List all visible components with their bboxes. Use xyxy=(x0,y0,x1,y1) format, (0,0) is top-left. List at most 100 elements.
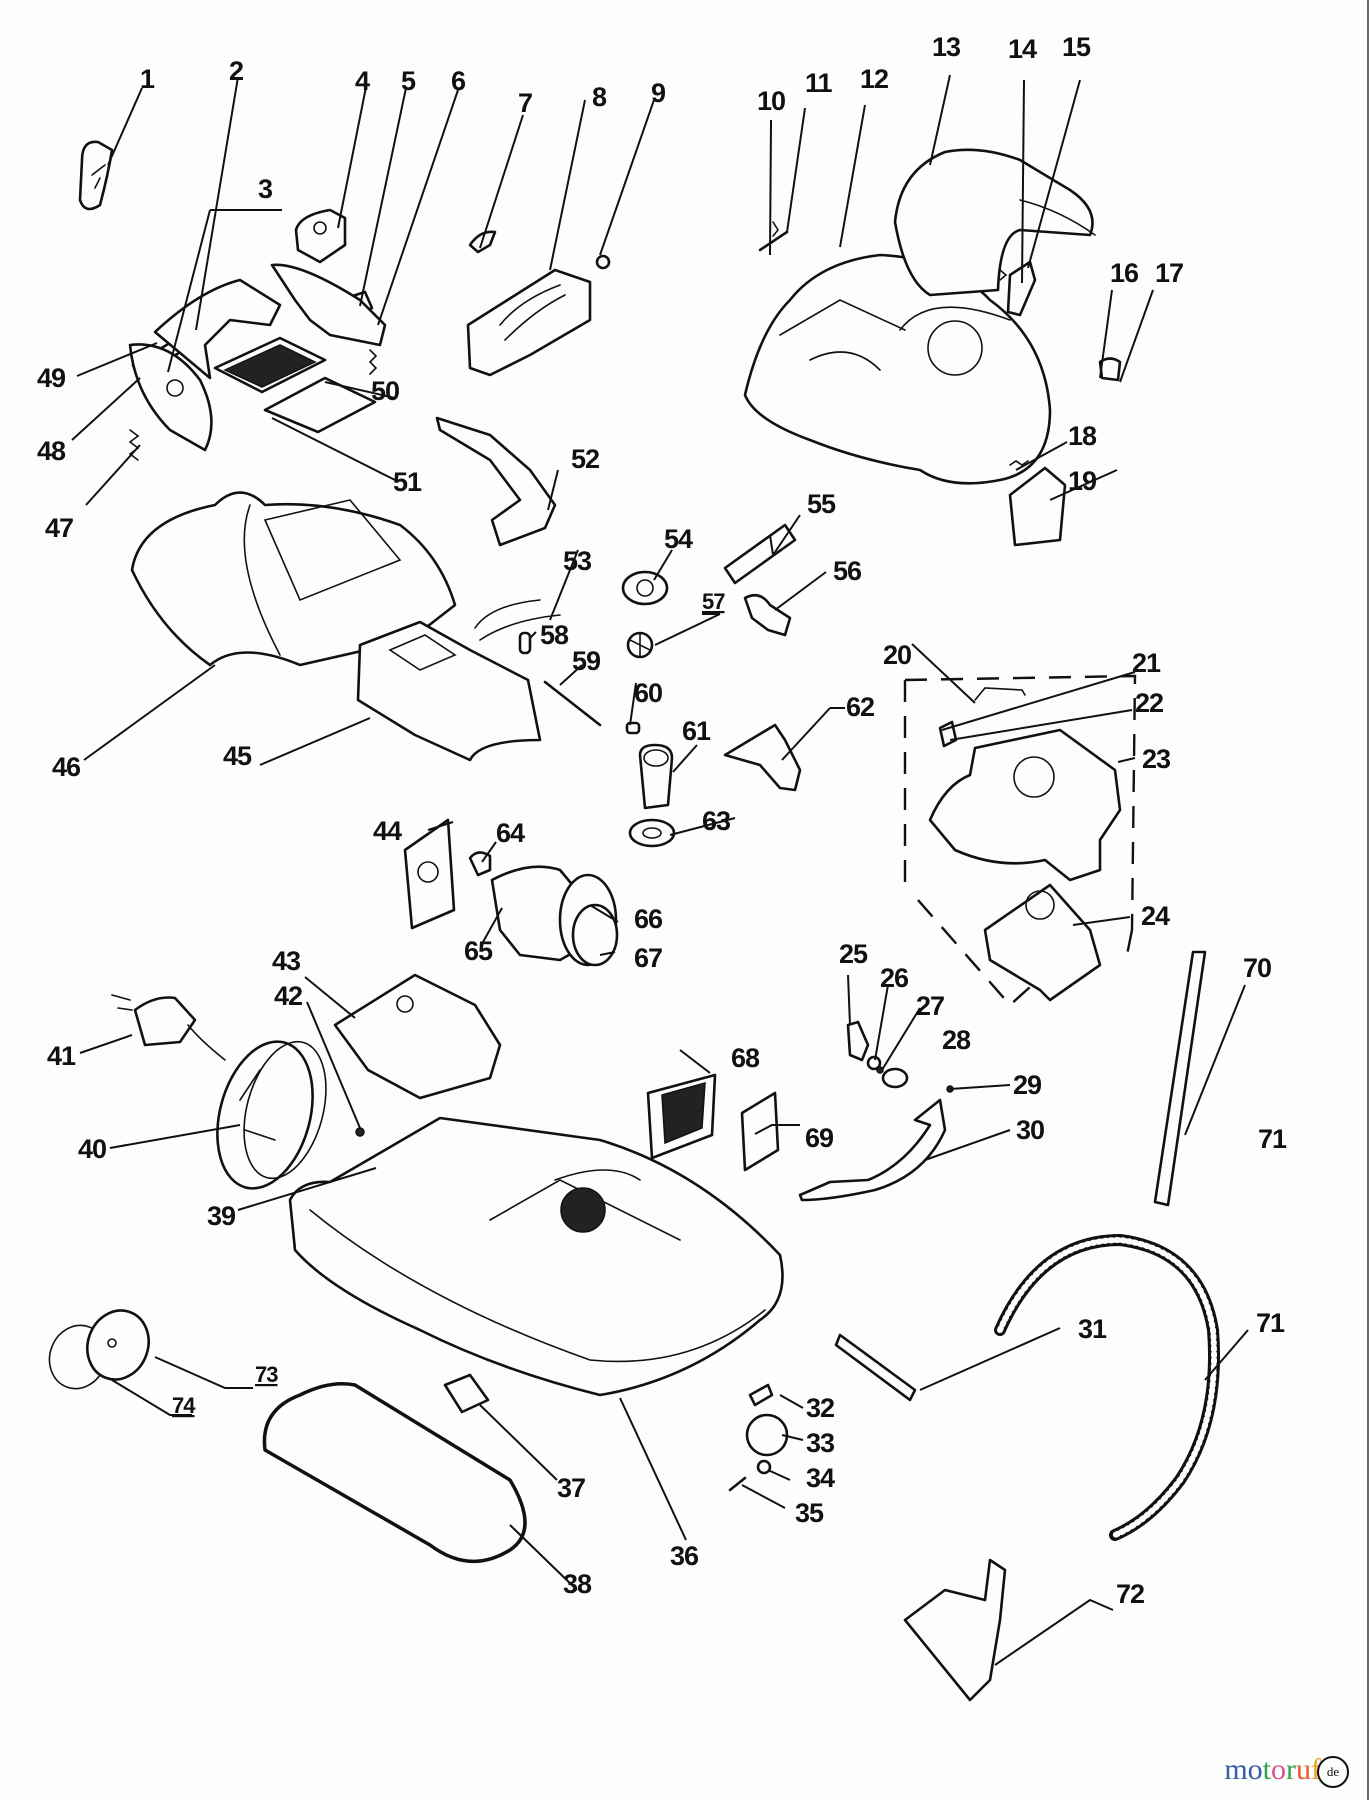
callout-21: 21 xyxy=(1132,648,1161,678)
callout-28: 28 xyxy=(942,1025,971,1055)
parts xyxy=(48,140,1221,1702)
part-48-plate xyxy=(128,343,213,452)
callout-34: 34 xyxy=(806,1463,835,1493)
part-73-disc xyxy=(86,1309,150,1381)
part-55-crevice xyxy=(723,523,797,585)
callout-24: 24 xyxy=(1141,901,1170,931)
part-49-lid xyxy=(153,278,282,380)
callout-5: 5 xyxy=(401,66,416,96)
callout-16: 16 xyxy=(1110,258,1139,288)
callout-39: 39 xyxy=(207,1201,236,1231)
part-18-spring xyxy=(1009,460,1029,466)
callout-53: 53 xyxy=(563,546,592,576)
part-63-ring xyxy=(628,818,676,848)
callout-4: 4 xyxy=(355,66,370,96)
part-72-floor-nozzle xyxy=(903,1558,1007,1702)
part-46-housing xyxy=(130,491,457,667)
part-13-lid xyxy=(893,148,1094,297)
part-37-connector xyxy=(443,1373,490,1414)
callout-35: 35 xyxy=(795,1498,824,1528)
watermark-letter: u xyxy=(1296,1752,1311,1786)
part-1-clip xyxy=(78,140,114,211)
part-8-handle xyxy=(466,268,592,377)
part-9-peg xyxy=(595,254,611,270)
callout-45: 45 xyxy=(223,741,252,771)
callout-38: 38 xyxy=(563,1569,592,1599)
part-59-rod xyxy=(543,680,602,727)
part-36-base xyxy=(288,1116,784,1397)
callout-27: 27 xyxy=(916,991,944,1021)
callout-labels: 1 2 3 4 5 6 7 8 9 10 11 12 13 14 15 16 1… xyxy=(37,32,1288,1609)
part-58 xyxy=(518,631,532,655)
callout-32: 32 xyxy=(806,1393,834,1423)
right-border xyxy=(1367,0,1369,1800)
callout-9: 9 xyxy=(651,78,666,108)
callout-70: 70 xyxy=(1243,953,1271,983)
callout-67: 67 xyxy=(634,943,662,973)
callout-69: 69 xyxy=(805,1123,834,1153)
callout-40: 40 xyxy=(78,1134,106,1164)
callout-74: 74 xyxy=(172,1393,196,1418)
callout-72: 72 xyxy=(1116,1579,1144,1609)
callout-3: 3 xyxy=(258,174,273,204)
callout-26: 26 xyxy=(880,963,909,993)
callout-1: 1 xyxy=(140,64,155,94)
part-40-reel xyxy=(216,1040,314,1190)
callout-42: 42 xyxy=(274,981,302,1011)
leader-lines xyxy=(71,74,1249,1666)
callout-54: 54 xyxy=(664,524,693,554)
part-32-bracket xyxy=(748,1383,774,1407)
callout-31: 31 xyxy=(1078,1314,1107,1344)
part-14-spring xyxy=(999,269,1008,281)
callout-56: 56 xyxy=(833,556,862,586)
part-24-bag xyxy=(983,883,1102,1002)
callout-57: 57 xyxy=(702,589,725,614)
part-10-spring xyxy=(772,221,779,237)
callout-65: 65 xyxy=(464,936,493,966)
callout-48: 48 xyxy=(37,436,66,466)
part-71-hose xyxy=(994,1234,1221,1541)
part-4-knob xyxy=(294,208,347,264)
part-35-axle xyxy=(728,1476,747,1492)
callout-20: 20 xyxy=(883,640,911,670)
part-28-roller xyxy=(881,1067,909,1089)
part-15-latch xyxy=(1006,260,1037,317)
part-12-top-housing xyxy=(743,253,1052,485)
watermark-letter: o xyxy=(1247,1752,1263,1786)
watermark-letter: f xyxy=(1311,1752,1321,1786)
callout-18: 18 xyxy=(1068,421,1097,451)
callout-50: 50 xyxy=(371,376,399,406)
callout-62: 62 xyxy=(846,692,874,722)
callout-19: 19 xyxy=(1068,466,1097,496)
callout-10: 10 xyxy=(757,86,785,116)
part-70-tube xyxy=(1153,950,1207,1207)
callout-11: 11 xyxy=(805,68,833,98)
part-23-bag-holder xyxy=(928,728,1122,882)
callout-44: 44 xyxy=(373,816,402,846)
part-41-plug xyxy=(133,996,197,1047)
callout-73: 73 xyxy=(255,1362,278,1387)
part-30-wheel-arm xyxy=(798,1098,947,1202)
part-38-gasket xyxy=(262,1382,527,1563)
part-26-washer xyxy=(866,1055,882,1071)
part-60 xyxy=(625,721,641,735)
callout-63: 63 xyxy=(702,806,731,836)
callout-6: 6 xyxy=(451,66,466,96)
callout-2: 2 xyxy=(229,56,243,86)
callout-33: 33 xyxy=(806,1428,835,1458)
callout-41: 41 xyxy=(47,1041,76,1071)
part-53-cable xyxy=(474,599,561,641)
part-42-screw xyxy=(355,1127,365,1137)
part-19-cover xyxy=(1008,466,1067,547)
callout-58: 58 xyxy=(540,620,569,650)
callout-36: 36 xyxy=(670,1541,699,1571)
callout-71-hose: 71 xyxy=(1256,1308,1285,1338)
callout-47: 47 xyxy=(45,513,73,543)
callout-37: 37 xyxy=(557,1473,585,1503)
callout-14: 14 xyxy=(1008,34,1037,64)
callout-61: 61 xyxy=(682,716,711,746)
part-62-nozzle xyxy=(723,723,802,792)
watermark-letter: r xyxy=(1286,1752,1296,1786)
part-31-rod xyxy=(834,1333,917,1402)
